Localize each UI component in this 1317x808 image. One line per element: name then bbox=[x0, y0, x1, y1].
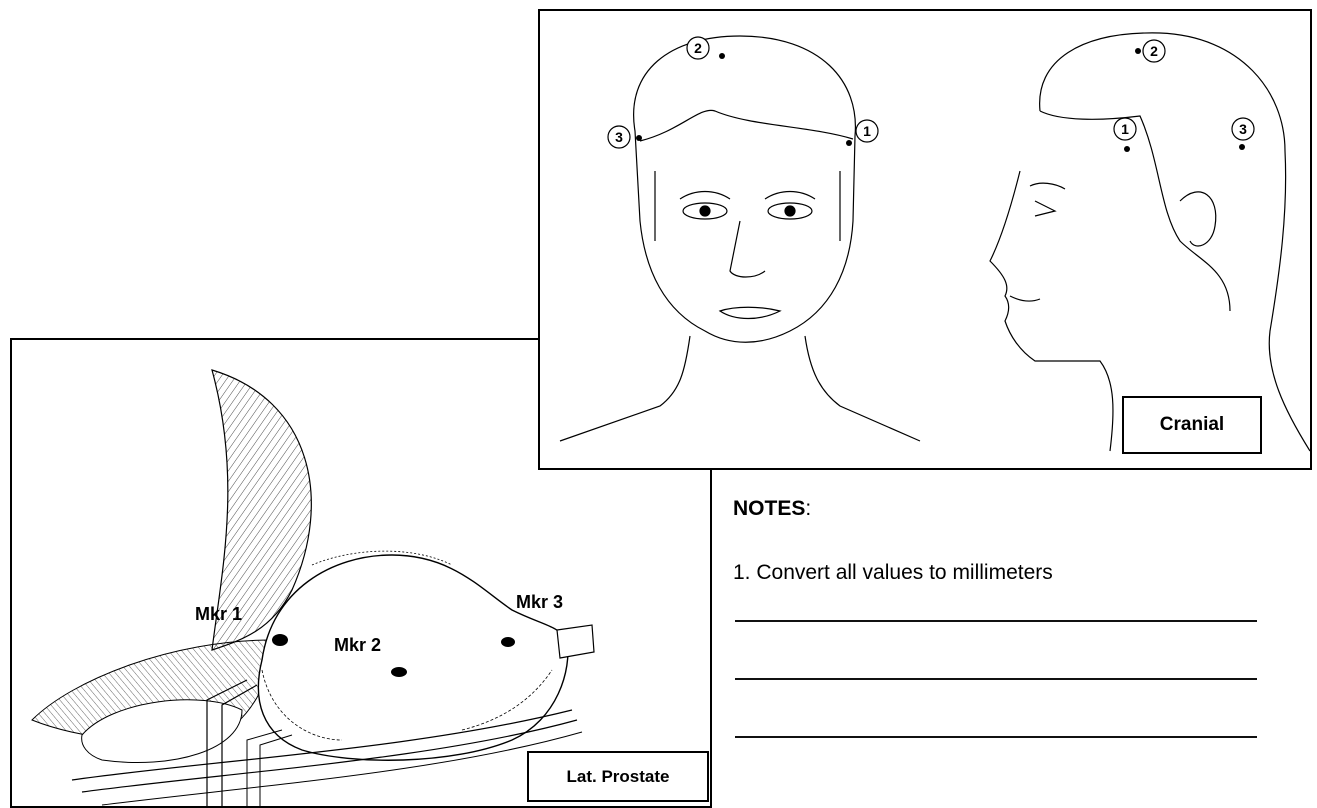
prostate-body bbox=[258, 555, 568, 760]
notes-blank-line-3 bbox=[735, 736, 1257, 738]
notes-section: NOTES: 1. Convert all values to millimet… bbox=[733, 497, 1293, 738]
cranial-panel: 1 2 3 1 2 3 Cranial bbox=[538, 9, 1312, 470]
profile-marker-dot-1 bbox=[1124, 146, 1130, 152]
svg-text:3: 3 bbox=[615, 129, 623, 145]
frontal-marker-dot-3 bbox=[636, 135, 642, 141]
note-item-1: 1. Convert all values to millimeters bbox=[733, 561, 1293, 585]
svg-text:1: 1 bbox=[863, 123, 871, 139]
marker-label-3: Mkr 3 bbox=[516, 592, 563, 613]
profile-marker-dot-2 bbox=[1135, 48, 1141, 54]
marker-dot-3 bbox=[501, 637, 515, 647]
svg-text:1: 1 bbox=[1121, 121, 1129, 137]
notes-heading: NOTES: bbox=[733, 497, 1293, 521]
svg-text:2: 2 bbox=[1150, 43, 1158, 59]
profile-marker-2: 2 bbox=[1143, 40, 1165, 62]
profile-marker-dot-3 bbox=[1239, 144, 1245, 150]
marker-dot-1 bbox=[272, 634, 288, 646]
notes-blank-line-2 bbox=[735, 678, 1257, 680]
marker-label-2: Mkr 2 bbox=[334, 635, 381, 656]
svg-text:3: 3 bbox=[1239, 121, 1247, 137]
frontal-marker-dot-2 bbox=[719, 53, 725, 59]
frontal-marker-2: 2 bbox=[687, 37, 709, 59]
notes-title: NOTES bbox=[733, 497, 805, 520]
marker-dot-2 bbox=[391, 667, 407, 677]
frontal-marker-3: 3 bbox=[608, 126, 630, 148]
cranial-label: Cranial bbox=[1122, 396, 1262, 454]
notes-title-colon: : bbox=[805, 497, 811, 520]
profile-marker-3: 3 bbox=[1232, 118, 1254, 140]
profile-head bbox=[990, 33, 1310, 451]
marker-label-1: Mkr 1 bbox=[195, 604, 242, 625]
frontal-marker-dot-1 bbox=[846, 140, 852, 146]
svg-text:2: 2 bbox=[694, 40, 702, 56]
notes-blank-line-1 bbox=[735, 620, 1257, 622]
prostate-label: Lat. Prostate bbox=[527, 751, 709, 802]
frontal-head bbox=[560, 36, 920, 441]
profile-marker-1: 1 bbox=[1114, 118, 1136, 140]
frontal-marker-1: 1 bbox=[856, 120, 878, 142]
